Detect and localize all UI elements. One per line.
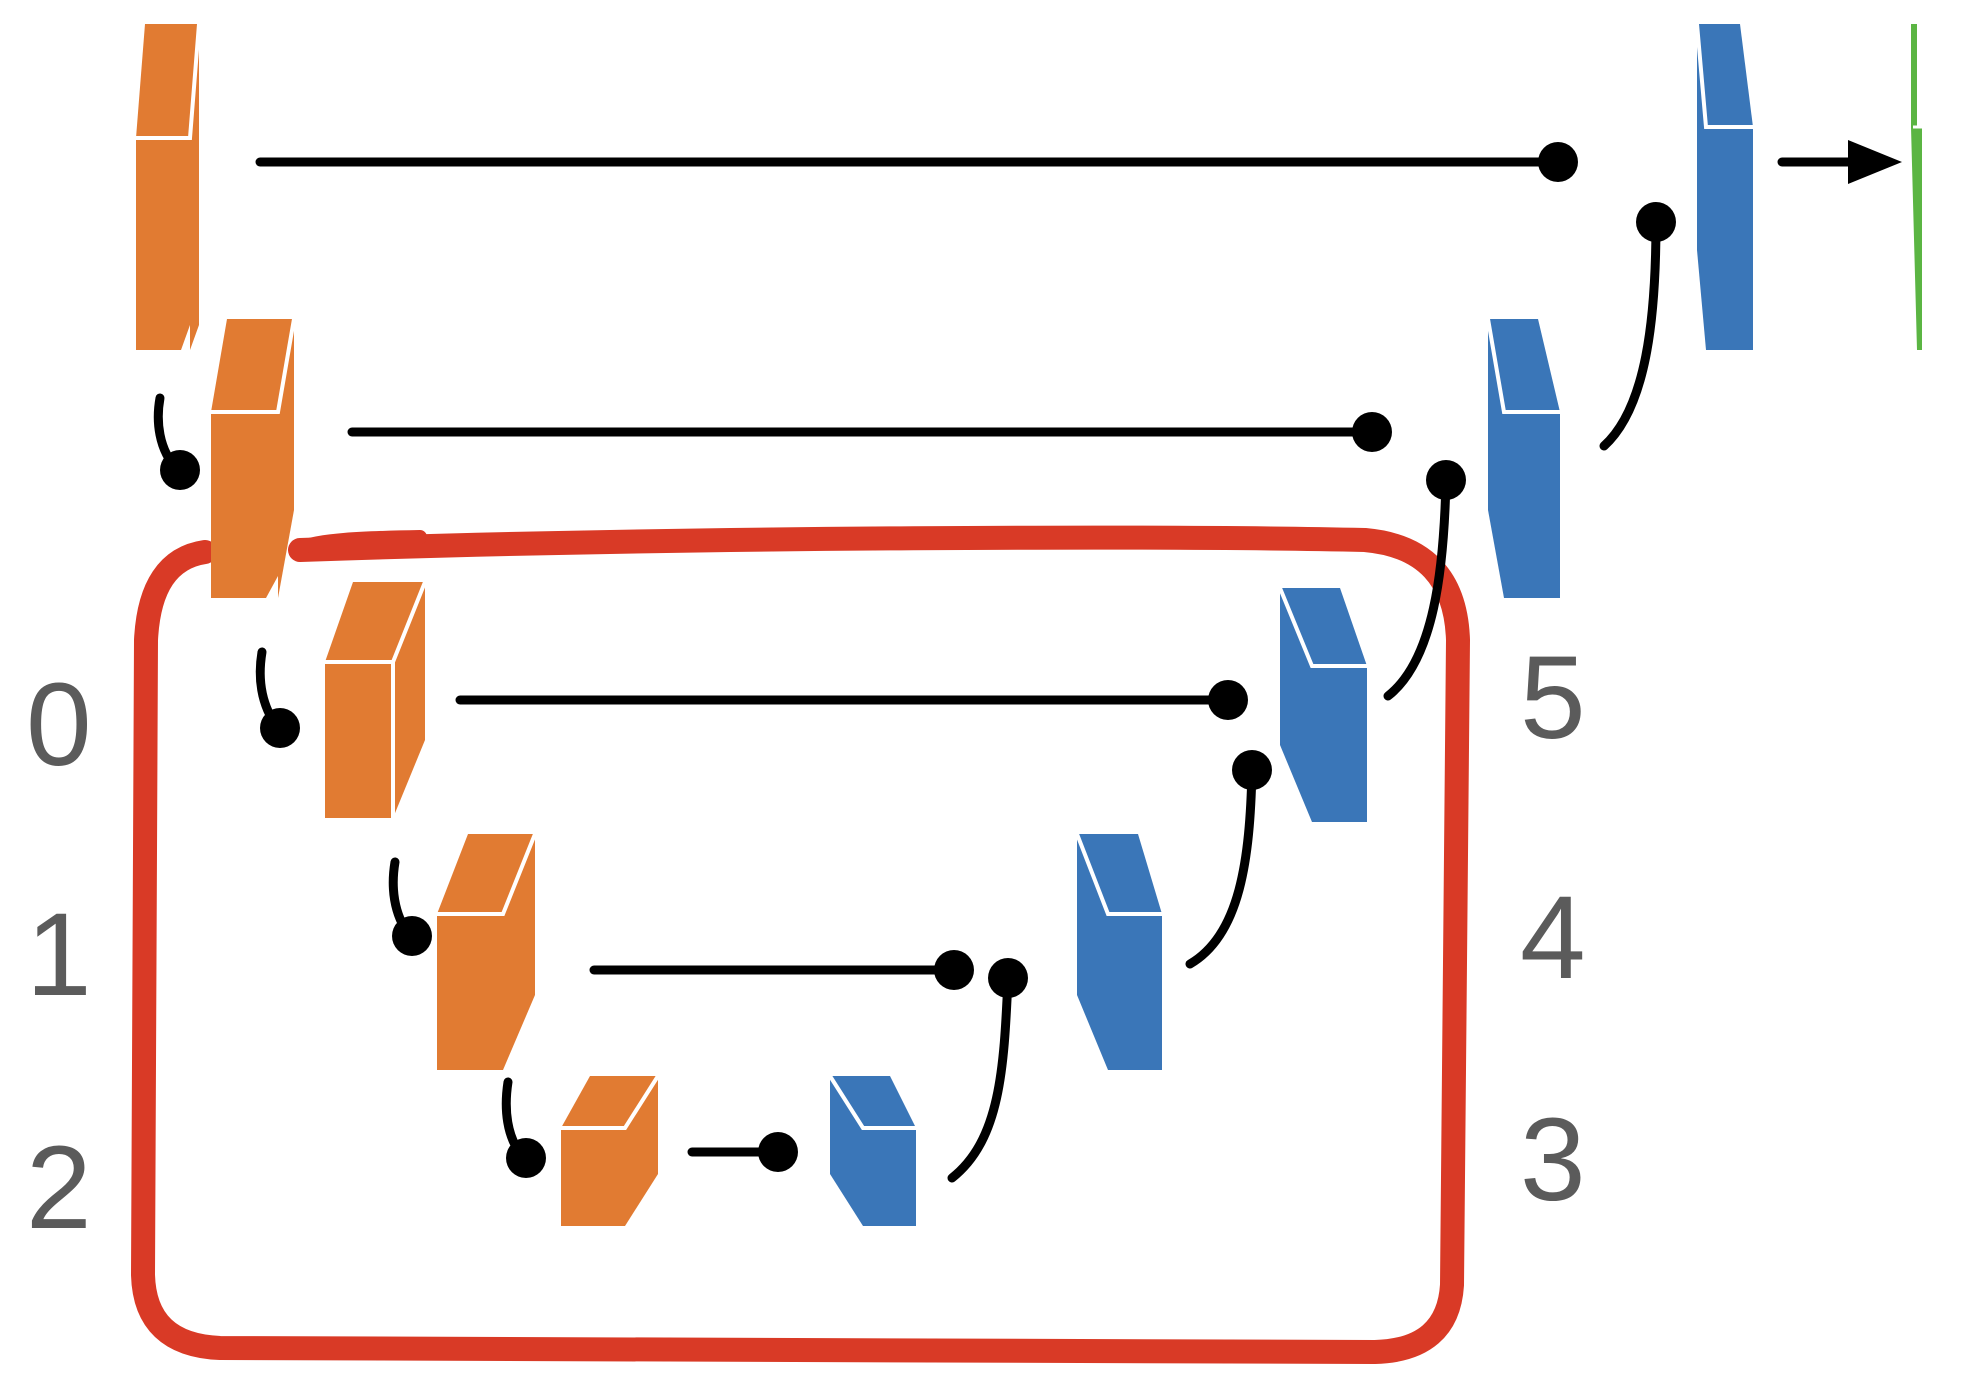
decoder-block-level-4-edge [1075, 833, 1162, 916]
right-arrow-icon [1848, 140, 1902, 184]
skip-connections [255, 142, 1578, 1172]
output-block [1911, 24, 1922, 350]
highlight-box [131, 525, 1470, 1364]
decoder-block-level-4-side [1077, 834, 1108, 1070]
encoder-block-upper-top [211, 319, 294, 412]
encoder-block-level-2-edge [561, 1074, 660, 1130]
level-label-right-5: 5 [1520, 632, 1586, 764]
upsample-curve-1-dot [988, 958, 1028, 998]
level-label-left-0: 0 [26, 659, 92, 791]
downsample-hooks [153, 393, 546, 1178]
skip-connection-level-0-dot [1208, 680, 1248, 720]
skip-connection-top-dot [1538, 142, 1578, 182]
decoder-block-top-edge [1695, 23, 1753, 129]
encoder-path [136, 23, 660, 1226]
encoder-block-level-1-front [437, 914, 503, 1070]
upsample-curve-4 [1599, 217, 1661, 451]
decoder-block-level-2-edge [828, 1074, 916, 1130]
encoder-block-top-front [136, 138, 190, 350]
downsample-hook-3-dot [392, 916, 432, 956]
decoder-block-level-2 [828, 1074, 916, 1226]
left-level-labels: 0 1 2 [26, 659, 92, 1254]
highlight-box-outline [131, 525, 1470, 1364]
output-block-shape [1911, 24, 1922, 350]
encoder-block-level-1-side [503, 834, 535, 1070]
encoder-block-level-2 [561, 1074, 660, 1226]
encoder-block-level-0 [325, 581, 427, 818]
decoder-block-upper-front [1504, 412, 1560, 598]
right-level-labels: 5 4 3 [1520, 632, 1586, 1226]
skip-connection-level-1-dot [934, 950, 974, 990]
decoder-block-level-2-front [863, 1128, 916, 1226]
decoder-block-level-5 [1278, 587, 1367, 822]
encoder-block-upper-front [211, 412, 278, 598]
decoder-block-top-front [1706, 127, 1753, 350]
downsample-hook-2-dot [260, 708, 300, 748]
level-label-right-4: 4 [1520, 872, 1586, 1004]
skip-connection-bottleneck-dot [758, 1132, 798, 1172]
decoder-block-top [1695, 23, 1753, 350]
upsample-curve-1 [947, 973, 1013, 1183]
downsample-hook-1-dot [160, 450, 200, 490]
encoder-block-level-1-edge [437, 833, 537, 916]
decoder-block-level-4-front [1108, 914, 1162, 1070]
level-label-left-1: 1 [26, 889, 92, 1021]
upsample-curve-2-dot [1232, 750, 1272, 790]
upsample-curve-4-dot [1636, 202, 1676, 242]
decoder-block-level-5-edge [1278, 587, 1367, 668]
decoder-block-level-5-front [1312, 666, 1367, 822]
encoder-block-level-2-front [561, 1128, 625, 1226]
upsample-curve-3-dot [1426, 460, 1466, 500]
upsample-curves [947, 202, 1676, 1183]
encoder-block-upper-edge [211, 318, 296, 414]
encoder-block-top-side [190, 24, 199, 350]
skip-connection-upper-dot [1352, 412, 1392, 452]
encoder-block-top-edge [136, 23, 201, 140]
encoder-block-top-top [136, 24, 199, 138]
upsample-curve-2 [1185, 765, 1257, 969]
encoder-block-level-0-side [393, 582, 425, 818]
downsample-hook-4-dot [506, 1138, 546, 1178]
decoder-block-level-4 [1075, 833, 1162, 1070]
encoder-block-top [136, 23, 201, 350]
encoder-block-level-2-side [625, 1076, 658, 1226]
decoder-block-level-5-top [1280, 588, 1367, 666]
encoder-block-level-1 [437, 833, 537, 1070]
upsample-curve-3 [1383, 475, 1451, 701]
encoder-block-upper [211, 318, 296, 598]
decoder-block-level-2-side [830, 1076, 863, 1226]
decoder-block-upper [1486, 318, 1560, 598]
decoder-block-upper-edge [1486, 318, 1560, 414]
highlight-box-brush-start [293, 530, 427, 555]
level-label-left-2: 2 [26, 1122, 92, 1254]
decoder-block-upper-top [1488, 319, 1560, 412]
level-label-right-3: 3 [1520, 1094, 1586, 1226]
decoder-block-level-2-top [830, 1076, 916, 1128]
decoder-path [828, 23, 1753, 1226]
encoder-block-level-0-front [325, 662, 393, 818]
decoder-block-level-4-top [1077, 834, 1162, 914]
output-arrow [1777, 140, 1902, 184]
encoder-block-level-2-top [561, 1076, 658, 1128]
decoder-block-top-top [1697, 24, 1753, 127]
